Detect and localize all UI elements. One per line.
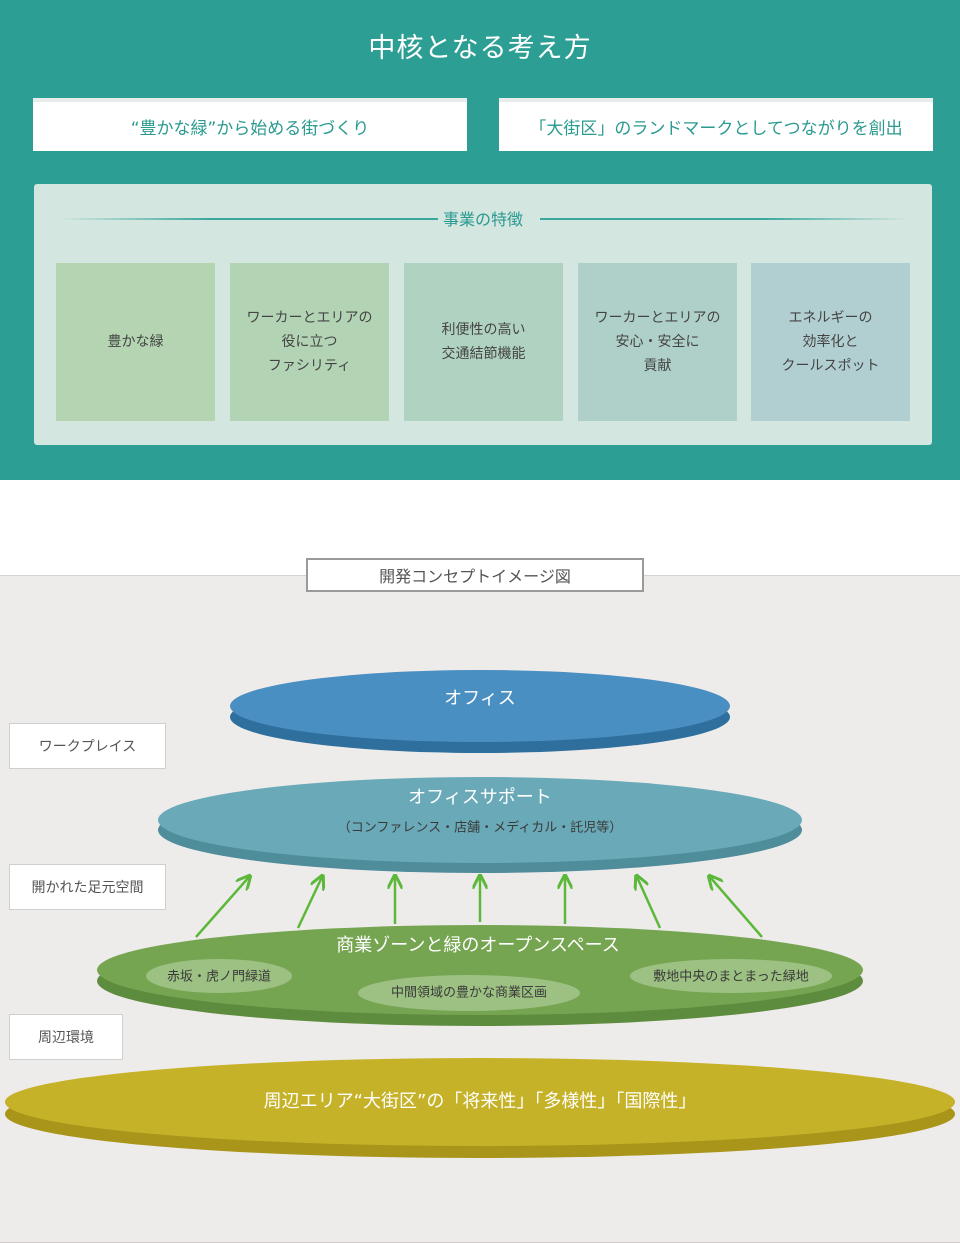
layer-commercial-disc: 商業ゾーンと緑のオープンスペース 赤坂・虎ノ門緑道 中間領域の豊かな商業区画 敷…	[97, 925, 863, 1026]
layer-office-disc: オフィス	[230, 670, 730, 753]
main-title: 中核となる考え方	[368, 33, 592, 64]
label-surrounding-environment: 周辺環境	[9, 1014, 123, 1060]
bubble-central-green-label: 敷地中央のまとまった緑地	[653, 970, 808, 985]
label-open-ground-space: 開かれた足元空間	[9, 864, 166, 910]
bubble-akasaka	[146, 959, 292, 993]
surrounding-disc-top	[5, 1058, 955, 1146]
feature-card-energy: エネルギーの 効率化と クールスポット	[751, 263, 910, 421]
feature-card-safety: ワーカーとエリアの 安心・安全に 貢献	[578, 263, 737, 421]
label-workplace: ワークプレイス	[9, 723, 166, 769]
commercial-title: 商業ゾーンと緑のオープンスペース	[336, 935, 620, 956]
office-disc-top	[230, 670, 730, 742]
bubble-central-green	[630, 959, 832, 993]
bubble-intermediate	[358, 975, 580, 1011]
office-title: オフィス	[444, 688, 516, 709]
bubble-intermediate-label: 中間領域の豊かな商業区画	[391, 985, 547, 1001]
concept-diagram-title: 開発コンセプトイメージ図	[306, 558, 644, 592]
arrow-6	[637, 877, 662, 929]
arrow-2	[296, 877, 322, 929]
feature-card-facility: ワーカーとエリアの 役に立つ ファシリティ	[230, 263, 389, 421]
layer-office-support-disc: オフィスサポート （コンファレンス・店舗・メディカル・託児等）	[158, 777, 802, 873]
surrounding-title: 周辺エリア“大街区”の「将来性」「多様性」「国際性」	[264, 1091, 697, 1112]
office-support-title: オフィスサポート	[408, 787, 552, 808]
commercial-disc-top	[97, 925, 863, 1015]
bubble-akasaka-label: 赤坂・虎ノ門緑道	[167, 970, 271, 985]
features-panel: 事業の特徴 豊かな緑 ワーカーとエリアの 役に立つ ファシリティ 利便性の高い …	[34, 184, 932, 445]
pillar-landmark: 「大街区」のランドマークとしてつながりを創出	[499, 98, 933, 151]
layer-surrounding-disc: 周辺エリア“大街区”の「将来性」「多様性」「国際性」	[5, 1058, 955, 1158]
office-support-disc-top	[158, 777, 802, 863]
features-title: 事業の特徴	[442, 210, 523, 229]
features-divider-left	[60, 218, 438, 220]
features-divider-right	[540, 218, 908, 220]
arrow-1	[195, 877, 249, 938]
feature-card-transport: 利便性の高い 交通結節機能	[404, 263, 563, 421]
core-concept-section: 中核となる考え方 “豊かな緑”から始める街づくり 「大街区」のランドマークとして…	[0, 0, 960, 480]
upward-arrows	[195, 877, 763, 938]
arrow-7	[710, 877, 763, 938]
feature-card-green: 豊かな緑	[56, 263, 215, 421]
office-support-subtitle: （コンファレンス・店舗・メディカル・託児等）	[338, 820, 622, 836]
pillar-green-town: “豊かな緑”から始める街づくり	[33, 98, 467, 151]
